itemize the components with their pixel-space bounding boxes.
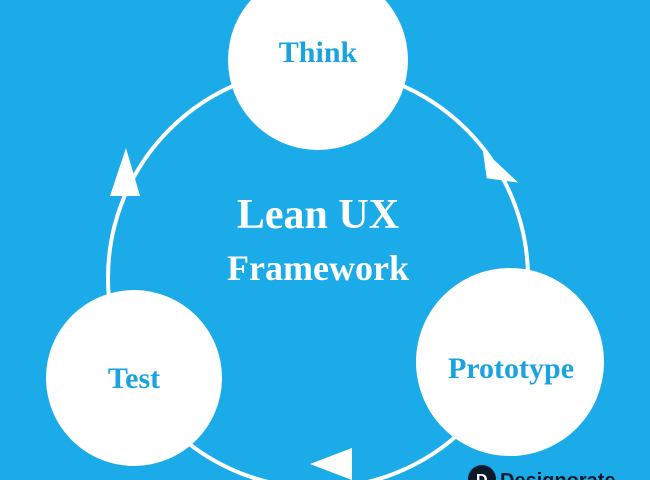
node-test-label: Test — [108, 362, 160, 395]
arrow-test-to-think — [110, 148, 140, 196]
node-prototype-label: Prototype — [448, 352, 574, 385]
node-test: Test — [46, 290, 222, 466]
center-title-line2: Framework — [227, 248, 409, 288]
node-think-label: Think — [279, 36, 358, 69]
arrow-think-to-prototype — [482, 149, 519, 183]
arrow-prototype-to-test — [310, 448, 352, 480]
svg-text:D: D — [476, 472, 488, 480]
node-think: Think — [228, 0, 408, 150]
center-title-line1: Lean UX — [237, 192, 399, 238]
watermark-logo: D Designorate — [468, 465, 616, 480]
node-test-circle — [46, 290, 222, 466]
node-prototype: Prototype — [416, 268, 604, 456]
node-think-circle — [228, 0, 408, 150]
logo-mark-icon — [468, 465, 496, 480]
watermark-text: Designorate — [500, 470, 616, 480]
node-prototype-circle — [416, 268, 604, 456]
